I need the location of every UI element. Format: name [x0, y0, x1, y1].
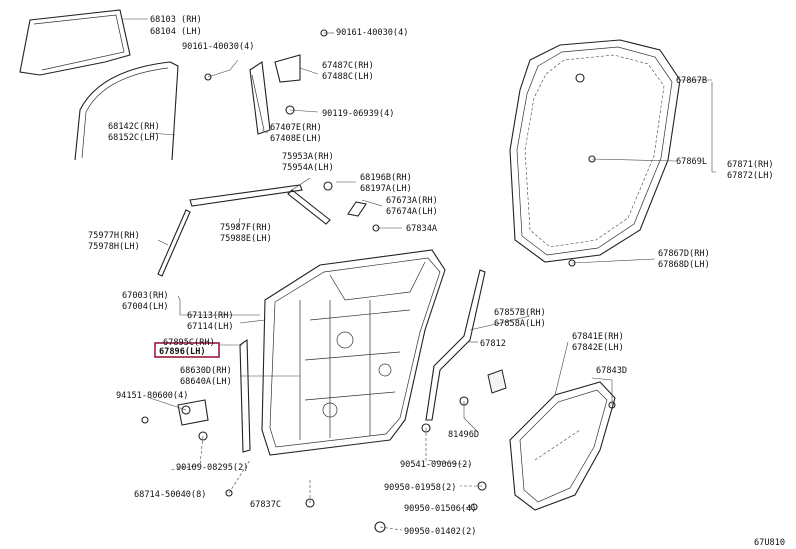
- leader-lines: [122, 18, 716, 531]
- label-68714: 68714-50040(8): [134, 490, 206, 500]
- label-67488c: 67488C(LH): [322, 72, 374, 82]
- rear-sash: [249, 61, 271, 135]
- outer-strip: [157, 209, 191, 277]
- label-67867b: 67867B: [676, 76, 707, 86]
- label-67113: 67113(RH): [187, 311, 234, 321]
- label-90950-b: 90950-01506(4): [404, 504, 476, 514]
- part-shapes: [19, 9, 681, 533]
- label-67841e: 67841E(RH): [572, 332, 624, 342]
- door-weatherstrip: [509, 39, 681, 263]
- label-68152c: 68152C(LH): [108, 133, 160, 143]
- label-67857b: 67857B(RH): [494, 308, 546, 318]
- part-labels: 68103 (RH) 68104 (LH) 90161-40030(4) 901…: [88, 15, 785, 548]
- label-75987f: 75987F(RH): [220, 223, 272, 233]
- label-67872: 67872(LH): [727, 171, 774, 181]
- label-67003: 67003(RH): [122, 291, 169, 301]
- label-67004: 67004(LH): [122, 302, 169, 312]
- hinge: [177, 399, 209, 426]
- label-67869l: 67869L: [676, 157, 707, 167]
- label-90950-a: 90950-01958(2): [384, 483, 456, 493]
- label-68104: 68104 (LH): [150, 27, 202, 37]
- label-67812: 67812: [480, 339, 506, 349]
- rear-strip: [425, 269, 486, 421]
- label-68196b: 68196B(RH): [360, 173, 412, 183]
- label-68103: 68103 (RH): [150, 15, 202, 25]
- label-75978h: 75978H(LH): [88, 242, 140, 252]
- edge-strip: [239, 338, 251, 453]
- label-68197a: 68197A(LH): [360, 184, 412, 194]
- label-75988e: 75988E(LH): [220, 234, 272, 244]
- label-90950-c: 90950-01402(2): [404, 527, 476, 537]
- glass-run-channel: [74, 61, 179, 161]
- label-67837c: 67837C: [250, 500, 281, 510]
- label-67842e: 67842E(LH): [572, 343, 624, 353]
- label-67407e: 67407E(RH): [270, 123, 322, 133]
- label-67896: 67896(LH): [159, 347, 206, 357]
- label-67834a: 67834A: [406, 224, 438, 234]
- belt-moulding: [189, 184, 303, 207]
- label-67674a: 67674A(LH): [386, 207, 438, 217]
- label-90119: 90119-06939(4): [322, 109, 394, 119]
- label-67487c: 67487C(RH): [322, 61, 374, 71]
- label-68640a: 68640A(LH): [180, 377, 232, 387]
- label-67673a: 67673A(RH): [386, 196, 438, 206]
- label-68142c: 68142C(RH): [108, 122, 160, 132]
- trim-panel: [509, 381, 616, 511]
- label-90109: 90109-08295(2): [176, 463, 248, 473]
- door-glass: [19, 9, 131, 76]
- diagram-code: 67U810: [754, 538, 785, 548]
- label-75953a: 75953A(RH): [282, 152, 334, 162]
- label-75954a: 75954A(LH): [282, 163, 334, 173]
- label-90541: 90541-09069(2): [400, 460, 472, 470]
- label-67858a: 67858A(LH): [494, 319, 546, 329]
- highlight-box: [154, 342, 220, 358]
- label-90161-a: 90161-40030(4): [182, 42, 254, 52]
- label-90161-b: 90161-40030(4): [336, 28, 408, 38]
- corner-seal: [274, 54, 301, 83]
- label-81496d: 81496D: [448, 430, 479, 440]
- label-67895c: 67895C(RH): [163, 338, 215, 348]
- cover-block: [487, 369, 507, 394]
- clip-icons: [141, 29, 616, 533]
- label-68630d: 68630D(RH): [180, 366, 232, 376]
- label-67867d: 67867D(RH): [658, 249, 710, 259]
- label-67868d: 67868D(LH): [658, 260, 710, 270]
- label-67871: 67871(RH): [727, 160, 774, 170]
- door-panel: [261, 249, 446, 456]
- label-94151: 94151-80600(4): [116, 391, 188, 401]
- label-67843d: 67843D: [596, 366, 627, 376]
- label-67408e: 67408E(LH): [270, 134, 322, 144]
- label-75977h: 75977H(RH): [88, 231, 140, 241]
- label-67114: 67114(LH): [187, 322, 234, 332]
